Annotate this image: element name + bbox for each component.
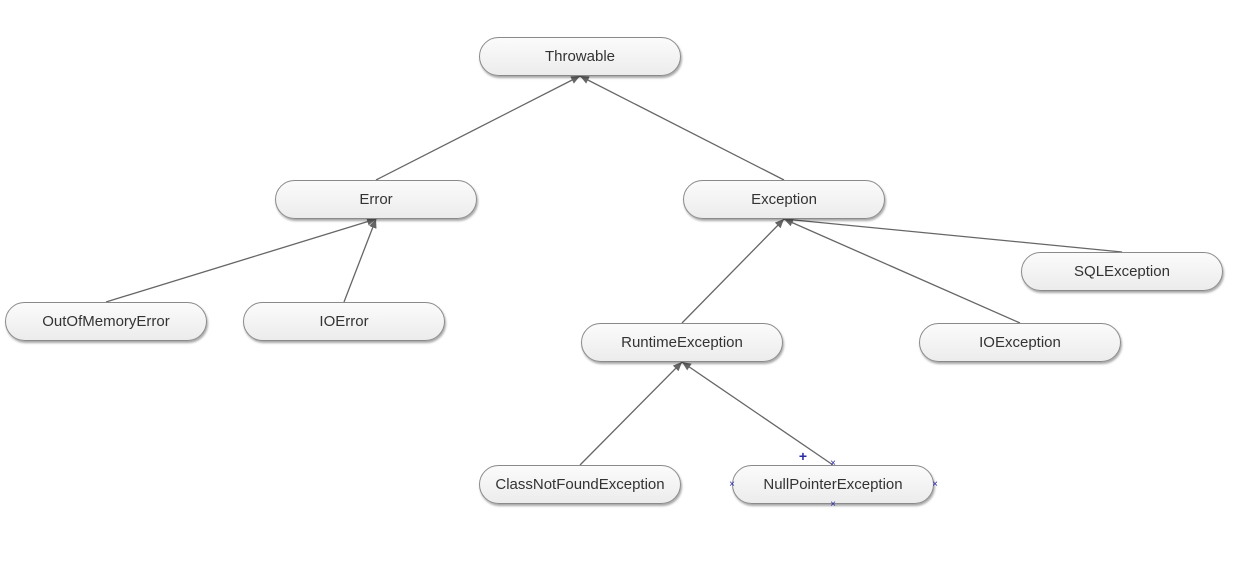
edge-nullpointerexception-to-runtimeexception[interactable] bbox=[681, 361, 834, 466]
edge-sqlexception-to-exception[interactable] bbox=[783, 215, 1123, 253]
node-sqlexception[interactable]: SQLException bbox=[1021, 252, 1223, 291]
edge-classnotfoundexception-to-runtimeexception[interactable] bbox=[579, 361, 683, 466]
edge-ioexception-to-exception[interactable] bbox=[783, 218, 1021, 324]
selection-handle-left[interactable]: × bbox=[729, 479, 735, 490]
node-ioexception[interactable]: IOException bbox=[919, 323, 1121, 362]
node-ioerror[interactable]: IOError bbox=[243, 302, 445, 341]
node-outofmemoryerror[interactable]: OutOfMemoryError bbox=[5, 302, 207, 341]
node-classnotfoundexception[interactable]: ClassNotFoundException bbox=[479, 465, 681, 504]
edge-exception-to-throwable[interactable] bbox=[579, 75, 785, 181]
selection-handle-top[interactable]: × bbox=[830, 458, 836, 469]
edge-ioerror-to-error[interactable] bbox=[343, 218, 377, 303]
node-runtimeexception[interactable]: RuntimeException bbox=[581, 323, 783, 362]
edge-runtimeexception-to-exception[interactable] bbox=[681, 218, 785, 324]
edge-outofmemoryerror-to-error[interactable] bbox=[105, 217, 377, 303]
selection-handle-bottom[interactable]: × bbox=[830, 499, 836, 510]
node-exception[interactable]: Exception bbox=[683, 180, 885, 219]
move-cursor-icon: + bbox=[798, 448, 808, 464]
node-error[interactable]: Error bbox=[275, 180, 477, 219]
edge-error-to-throwable[interactable] bbox=[375, 75, 581, 181]
node-nullpointerexception[interactable]: NullPointerException bbox=[732, 465, 934, 504]
node-throwable[interactable]: Throwable bbox=[479, 37, 681, 76]
selection-handle-right[interactable]: × bbox=[932, 479, 938, 490]
